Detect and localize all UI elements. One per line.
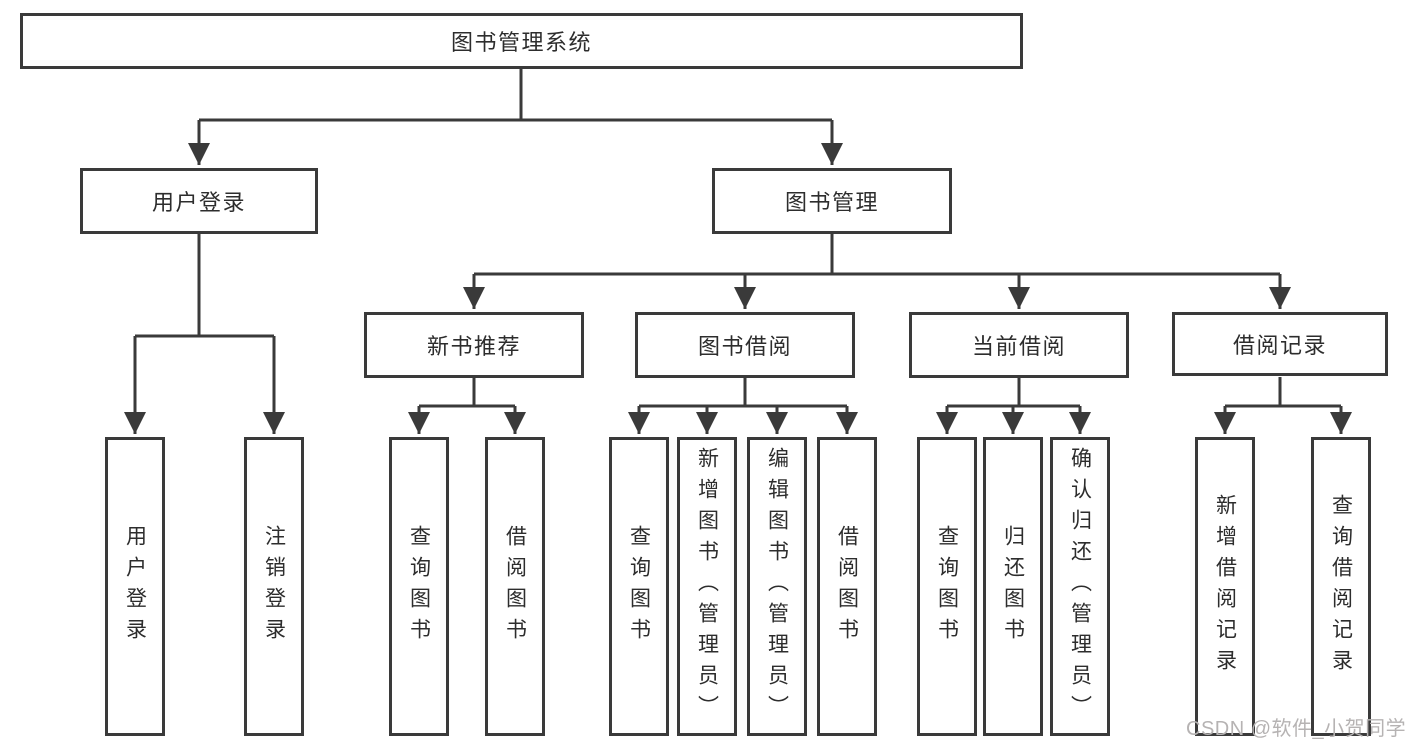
leaf-confirm-return-admin-label: 确认归还（管理员） (1068, 447, 1092, 726)
node-book-management-label: 图书管理 (784, 190, 879, 215)
leaf-borrow-books-label: 借阅图书 (835, 524, 859, 649)
leaf-add-borrow-record: 新增借阅记录 (1195, 437, 1255, 736)
leaf-edit-books-admin: 编辑图书（管理员） (747, 437, 807, 736)
watermark-text: CSDN @软件_小贺同学 (1186, 718, 1405, 740)
node-book-borrowing-label: 图书借阅 (697, 334, 792, 359)
node-new-book-recommend-label: 新书推荐 (426, 334, 521, 359)
node-book-management: 图书管理 (712, 168, 952, 234)
leaf-return-books: 归还图书 (983, 437, 1043, 736)
leaf-add-books-admin: 新增图书（管理员） (677, 437, 737, 736)
leaf-borrow-books: 借阅图书 (817, 437, 877, 736)
connector-rails (135, 69, 1341, 408)
leaf-borrow-books-recommend-label: 借阅图书 (503, 524, 527, 649)
node-library-system: 图书管理系统 (20, 13, 1023, 69)
leaf-search-books-borrowing: 查询图书 (609, 437, 669, 736)
node-user-login: 用户登录 (80, 168, 318, 234)
node-current-borrowing: 当前借阅 (909, 312, 1129, 378)
leaf-add-borrow-record-label: 新增借阅记录 (1213, 493, 1237, 680)
leaf-edit-books-admin-label: 编辑图书（管理员） (765, 447, 789, 726)
leaf-borrow-books-recommend: 借阅图书 (485, 437, 545, 736)
node-borrowing-records: 借阅记录 (1172, 312, 1388, 376)
leaf-logout-label: 注销登录 (262, 524, 286, 649)
leaf-return-books-label: 归还图书 (1001, 524, 1025, 649)
leaf-search-books-current-label: 查询图书 (935, 524, 959, 649)
node-book-borrowing: 图书借阅 (635, 312, 855, 378)
leaf-add-books-admin-label: 新增图书（管理员） (695, 447, 719, 726)
leaf-search-books-recommend-label: 查询图书 (407, 524, 431, 649)
node-borrowing-records-label: 借阅记录 (1232, 333, 1327, 358)
node-user-login-label: 用户登录 (151, 190, 246, 215)
leaf-confirm-return-admin: 确认归还（管理员） (1050, 437, 1110, 736)
node-library-system-label: 图书管理系统 (450, 30, 592, 55)
leaf-user-login: 用户登录 (105, 437, 165, 736)
leaf-user-login-label: 用户登录 (123, 524, 147, 649)
leaf-logout: 注销登录 (244, 437, 304, 736)
node-new-book-recommend: 新书推荐 (364, 312, 584, 378)
leaf-search-borrow-record-label: 查询借阅记录 (1329, 493, 1353, 680)
leaf-search-borrow-record: 查询借阅记录 (1311, 437, 1371, 736)
leaf-search-books-borrowing-label: 查询图书 (627, 524, 651, 649)
node-current-borrowing-label: 当前借阅 (971, 334, 1066, 359)
leaf-search-books-recommend: 查询图书 (389, 437, 449, 736)
leaf-search-books-current: 查询图书 (917, 437, 977, 736)
